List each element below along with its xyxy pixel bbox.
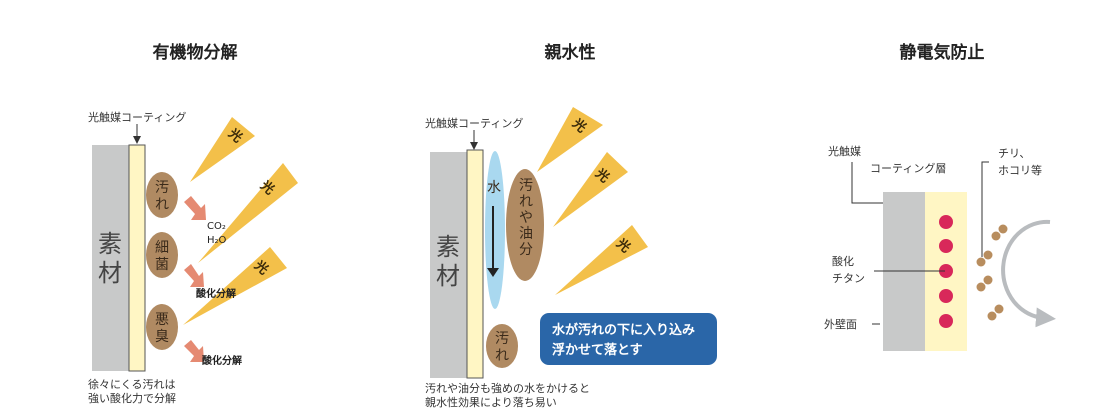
repel-arrow-icon: [1001, 219, 1056, 328]
dust-label: チリ、: [998, 147, 1030, 160]
h2o-label: H₂O: [207, 235, 227, 246]
blob-label: 油: [519, 226, 533, 242]
substrate-label: 素: [436, 233, 460, 261]
blob-label: 汚: [519, 178, 533, 194]
caption: 強い酸化力で分解: [88, 391, 176, 405]
water-film: [485, 151, 505, 309]
dirt-blob: [146, 172, 178, 218]
blob-label: 臭: [155, 329, 169, 345]
blob-label: れ: [155, 197, 169, 213]
decompose-arrow-icon: [184, 196, 206, 362]
leader-line: [851, 162, 883, 204]
dirt-blob: [486, 324, 518, 368]
leader-line: [981, 161, 989, 257]
wall-label: 外壁面: [824, 317, 857, 331]
substrate: [430, 152, 467, 378]
light-beam-icon: [553, 152, 628, 227]
panel-title: 有機物分解: [153, 42, 238, 63]
co2-label: CO₂: [207, 221, 226, 232]
substrate: [92, 145, 129, 371]
substrate-label: 素: [98, 230, 122, 258]
dust-label: ホコリ等: [998, 163, 1042, 177]
blob-label: 汚: [495, 331, 509, 347]
dirt-oil-blob: [506, 169, 544, 281]
coating-label: 光触媒コーティング: [425, 116, 523, 130]
titanium-particles: [939, 215, 953, 328]
caption: 汚れや油分も強めの水をかけると: [425, 381, 590, 395]
blob-label: れ: [519, 194, 533, 210]
panel-antistatic: 静電気防止 光触媒 コーティング層 酸化 チタン 外壁面 チリ、 ホコリ等: [824, 42, 1056, 351]
info-text: 浮かせて落とす: [552, 342, 643, 358]
info-box: [540, 313, 717, 365]
photocatalyst-label: 光触媒: [828, 144, 861, 158]
blob-label: 悪: [155, 312, 169, 328]
titanium-label: 酸化: [832, 254, 854, 268]
light-beam-icon: [183, 247, 287, 325]
substrate-label: 材: [98, 259, 122, 287]
caption: 親水性効果により落ち易い: [425, 395, 557, 409]
decompose-label: 酸化分解: [196, 287, 236, 300]
info-text: 水が汚れの下に入り込み: [552, 322, 695, 338]
blob-label: 分: [519, 242, 533, 258]
panel-title: 静電気防止: [900, 42, 985, 63]
coating-layer-label: コーティング層: [870, 161, 946, 175]
titanium-label: チタン: [832, 272, 865, 285]
light-beam-icon: [198, 163, 298, 263]
panel-title: 親水性: [545, 42, 596, 63]
panel-organic-decomposition: 有機物分解 光触媒コーティング 素 材 光 光 光 汚 れ 細 菌 悪 臭 CO…: [88, 42, 298, 405]
coating-layer: [466, 149, 484, 379]
odor-blob: [146, 304, 178, 350]
blob-label: 細: [155, 240, 169, 256]
decompose-label: 酸化分解: [202, 354, 242, 367]
blob-label: や: [519, 210, 533, 226]
down-arrow-head-icon: [487, 268, 499, 277]
dust-particles-icon: [976, 224, 1008, 321]
substrate-label: 材: [436, 262, 460, 290]
panel-hydrophilic: 親水性 光触媒コーティング 素 材 水 汚 れ や 油 分 汚 れ 光 光 光 …: [425, 42, 717, 409]
blob-label: れ: [495, 348, 509, 364]
blob-label: 菌: [155, 257, 169, 273]
light-beam-icon: [537, 107, 603, 172]
light-beam-icon: [555, 225, 648, 295]
blob-label: 汚: [155, 180, 169, 196]
light-beam-icon: [190, 117, 255, 182]
coating-layer: [128, 144, 146, 372]
coating-label: 光触媒コーティング: [88, 110, 186, 124]
water-label: 水: [487, 180, 501, 196]
caption: 徐々にくる汚れは: [88, 377, 176, 391]
bacteria-blob: [146, 232, 178, 278]
